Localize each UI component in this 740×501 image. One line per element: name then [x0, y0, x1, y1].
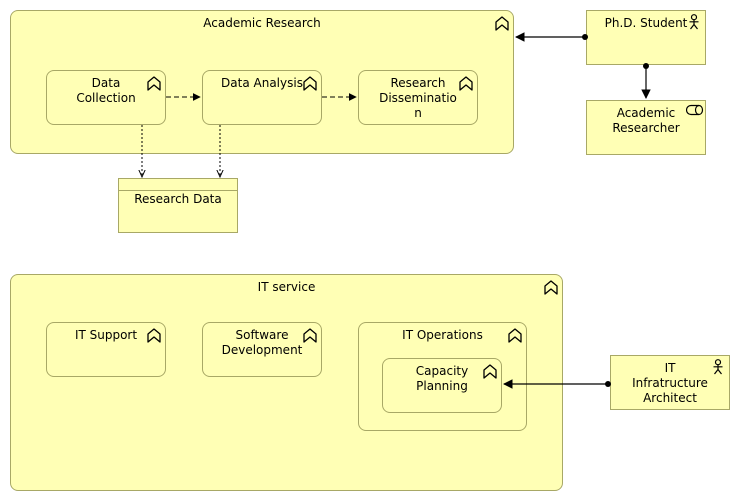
- actor-icon: [710, 359, 726, 375]
- function-icon: [302, 76, 318, 92]
- role-icon: [686, 104, 704, 116]
- actor-phd-student-label: Ph.D. Student: [604, 16, 688, 30]
- data-object-research-data-label: Research Data: [134, 192, 222, 206]
- function-it-support-label: IT Support: [74, 328, 138, 342]
- role-academic-researcher[interactable]: Academic Researcher: [586, 100, 706, 155]
- function-data-collection-label: Data Collection: [76, 76, 136, 105]
- actor-icon: [686, 14, 702, 30]
- function-it-support[interactable]: IT Support: [46, 322, 166, 377]
- function-data-collection[interactable]: Data Collection: [46, 70, 166, 125]
- function-icon: [543, 280, 559, 296]
- function-icon: [146, 328, 162, 344]
- function-software-development[interactable]: Software Development: [202, 322, 322, 377]
- function-capacity-planning[interactable]: Capacity Planning: [382, 358, 502, 413]
- assignment-phd-student-to-academic-researcher[interactable]: [641, 63, 651, 99]
- function-icon: [146, 76, 162, 92]
- function-data-analysis[interactable]: Data Analysis: [202, 70, 322, 125]
- assignment-it-architect-to-capacity-planning[interactable]: [503, 379, 611, 389]
- function-software-development-label: Software Development: [221, 328, 303, 357]
- function-icon: [494, 16, 510, 32]
- data-object-research-data[interactable]: Research Data: [118, 178, 238, 233]
- data-object-header: [119, 179, 237, 191]
- function-it-operations-label: IT Operations: [402, 328, 483, 342]
- group-it-service-title: IT service: [257, 280, 316, 294]
- function-icon: [507, 328, 523, 344]
- assignment-phd-student-to-academic-research[interactable]: [515, 32, 588, 42]
- role-academic-researcher-label: Academic Researcher: [612, 106, 680, 135]
- function-icon: [458, 76, 474, 92]
- function-research-dissemination-label: Research Disseminatio n: [379, 76, 457, 120]
- function-icon: [482, 364, 498, 380]
- group-academic-research-title: Academic Research: [203, 16, 321, 30]
- function-capacity-planning-label: Capacity Planning: [415, 364, 469, 393]
- actor-it-architect-label: IT Infratructure Architect: [632, 361, 708, 405]
- function-data-analysis-label: Data Analysis: [221, 76, 303, 90]
- function-icon: [302, 328, 318, 344]
- function-research-dissemination[interactable]: Research Disseminatio n: [358, 70, 478, 125]
- actor-it-architect[interactable]: IT Infratructure Architect: [610, 355, 730, 410]
